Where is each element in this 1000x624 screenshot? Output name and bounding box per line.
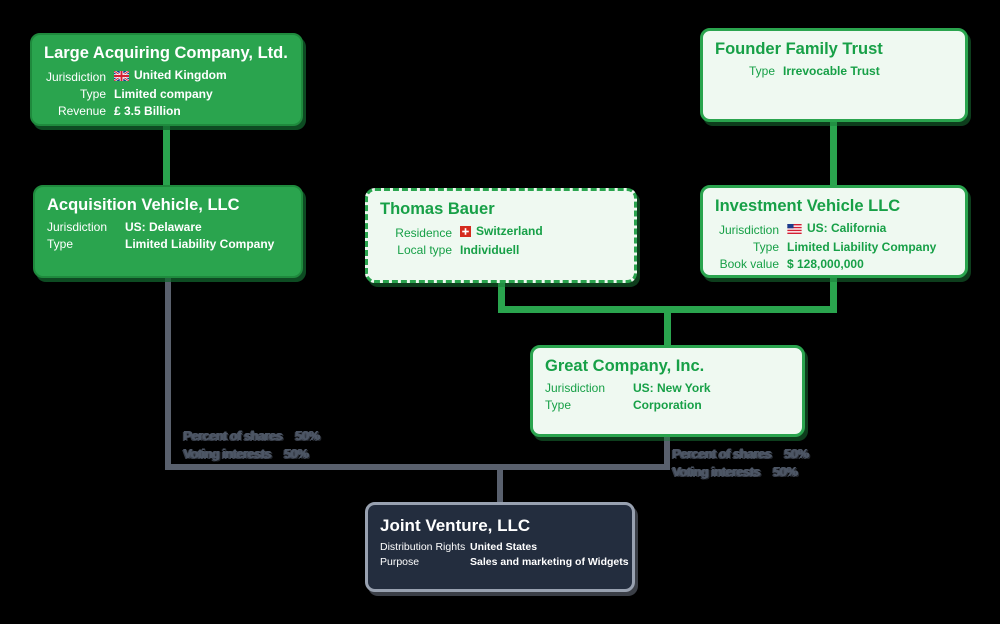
connector-great-company-down <box>664 435 670 470</box>
node-founder-family-trust[interactable]: Founder Family Trust Type Irrevocable Tr… <box>700 28 968 122</box>
field-row: Type Limited Liability Company <box>715 239 953 256</box>
edge-label-text: Percent of shares <box>183 428 283 443</box>
field-value: United Kingdom <box>134 68 227 82</box>
field-row: Type Irrevocable Trust <box>715 63 953 80</box>
edge-label-row: Percent of shares 50% <box>672 445 809 463</box>
field-value: Limited Liability Company <box>787 239 937 254</box>
edge-label-row: Percent of shares 50% <box>183 427 320 445</box>
field-label: Jurisdiction <box>718 222 779 237</box>
node-title: Acquisition Vehicle, LLC <box>47 196 240 214</box>
field-label: Jurisdiction <box>47 220 108 234</box>
field-value: Individuell <box>460 243 520 257</box>
field-label: Type <box>748 64 775 78</box>
node-title: Large Acquiring Company, Ltd. <box>44 44 288 62</box>
uk-flag-icon <box>114 70 129 81</box>
node-great-company[interactable]: Great Company, Inc. Jurisdiction US: New… <box>530 345 805 437</box>
field-value: Switzerland <box>476 224 543 238</box>
connector-to-joint-venture <box>497 464 503 504</box>
node-investment-vehicle[interactable]: Investment Vehicle LLC Jurisdiction US: … <box>700 185 968 278</box>
field-value: Corporation <box>633 398 702 412</box>
field-value: US: California <box>807 221 887 235</box>
field-row: Purpose Sales and marketing of Widgets <box>380 555 629 570</box>
field-value: $ 128,000,000 <box>787 256 864 271</box>
us-flag-icon <box>787 223 802 234</box>
connector-large-acquiring-to-acquisition <box>163 124 170 186</box>
field-label: Type <box>545 398 572 412</box>
edge-label-acquisition-ownership: Percent of shares 50% Voting interests 5… <box>183 427 320 463</box>
node-title: Joint Venture, LLC <box>380 516 531 535</box>
field-label: Distribution Rights <box>380 541 466 553</box>
field-row: Local type Individuell <box>380 242 622 259</box>
field-label: Revenue <box>57 103 106 118</box>
node-acquisition-vehicle[interactable]: Acquisition Vehicle, LLC Jurisdiction US… <box>33 185 303 278</box>
field-label: Purpose <box>380 556 420 568</box>
edge-label-value: 50% <box>283 446 309 461</box>
field-row: Revenue £ 3.5 Billion <box>44 103 289 120</box>
field-label: Jurisdiction <box>45 69 106 84</box>
edge-label-text: Percent of shares <box>672 446 772 461</box>
connector-founder-trust-to-investment <box>830 120 837 186</box>
field-value: Irrevocable Trust <box>783 64 880 78</box>
node-large-acquiring-company[interactable]: Large Acquiring Company, Ltd. Jurisdicti… <box>30 33 303 126</box>
edge-label-great-company-ownership: Percent of shares 50% Voting interests 5… <box>672 445 809 481</box>
field-row: Book value $ 128,000,000 <box>715 256 953 273</box>
field-value: United States <box>470 541 538 553</box>
field-label: Residence <box>395 226 452 240</box>
field-value: £ 3.5 Billion <box>114 103 181 118</box>
field-row: Jurisdiction US: California <box>715 220 953 239</box>
node-joint-venture[interactable]: Joint Venture, LLC Distribution Rights U… <box>365 502 635 592</box>
edge-label-text: Voting interests <box>183 446 271 461</box>
node-title: Thomas Bauer <box>380 200 495 218</box>
field-label: Type <box>47 237 74 251</box>
node-title: Great Company, Inc. <box>545 357 705 375</box>
field-label: Book value <box>719 256 779 271</box>
field-row: Jurisdiction US: New York <box>545 380 790 397</box>
node-title: Investment Vehicle LLC <box>715 197 901 215</box>
edge-label-value: 50% <box>772 464 798 479</box>
field-row: Jurisdiction United Kingdom <box>44 67 289 86</box>
field-row: Distribution Rights United States <box>380 540 620 555</box>
edge-label-row: Voting interests 50% <box>672 463 808 481</box>
field-row: Residence Switzerland <box>380 223 622 242</box>
field-value: US: Delaware <box>125 220 202 234</box>
connector-investment-down <box>830 276 837 313</box>
field-row: Jurisdiction US: Delaware <box>47 219 289 236</box>
field-value: Limited Liability Company <box>125 237 275 251</box>
field-row: Type Limited Liability Company <box>47 236 289 253</box>
edge-label-value: 50% <box>294 428 320 443</box>
field-row: Type Limited company <box>44 86 289 103</box>
node-title: Founder Family Trust <box>715 40 883 58</box>
edge-label-row: Voting interests 50% <box>183 445 319 463</box>
field-value: Sales and marketing of Widgets <box>470 556 629 568</box>
field-row: Type Corporation <box>545 397 790 414</box>
connector-acquisition-down <box>165 276 171 470</box>
field-label: Jurisdiction <box>545 381 606 395</box>
node-thomas-bauer[interactable]: Thomas Bauer Residence Switzerland Local… <box>365 188 637 283</box>
field-label: Local type <box>397 243 452 257</box>
connector-thomas-bauer-down <box>498 281 505 313</box>
edge-label-value: 50% <box>783 446 809 461</box>
field-label: Type <box>752 239 779 254</box>
connector-to-great-company <box>664 306 671 346</box>
connector-jv-horizontal <box>165 464 670 470</box>
edge-label-text: Voting interests <box>672 464 760 479</box>
swiss-flag-icon <box>460 226 471 237</box>
field-value: Limited company <box>114 86 213 101</box>
field-label: Type <box>79 86 106 101</box>
field-value: US: New York <box>633 381 711 395</box>
